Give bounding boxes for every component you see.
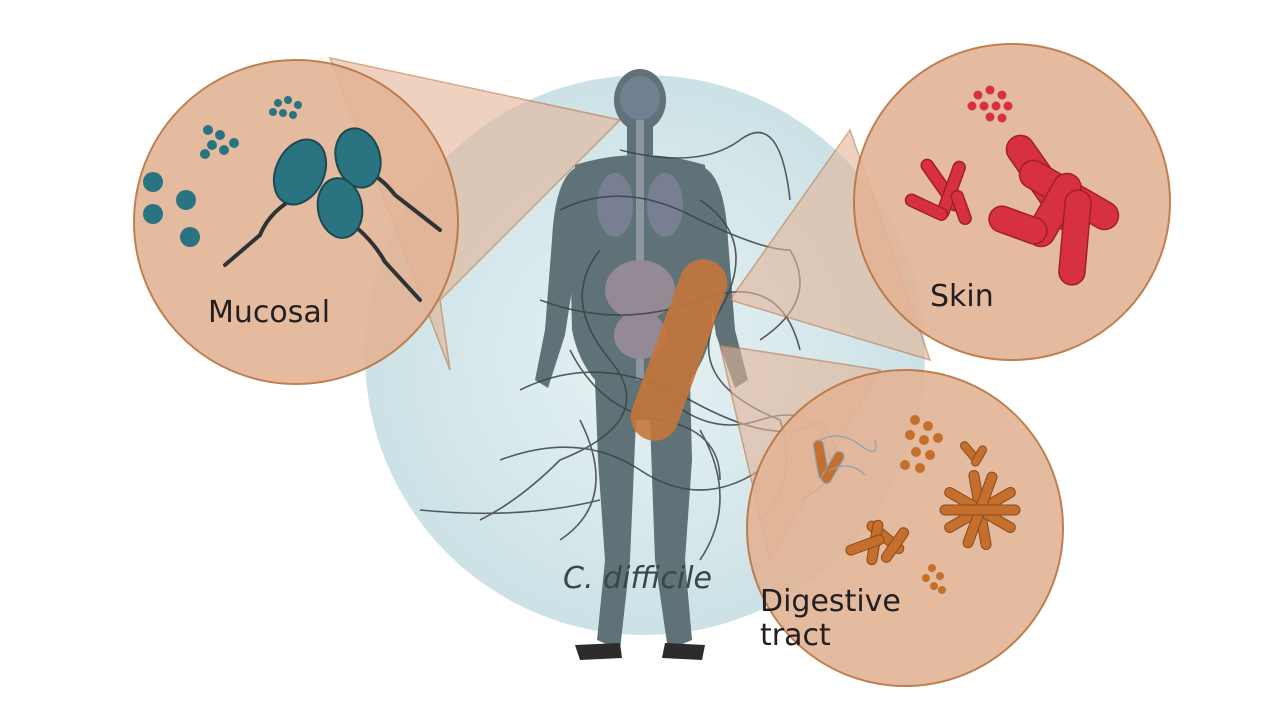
mucosal-label: Mucosal — [208, 295, 331, 330]
digestive-label-line2: tract — [760, 618, 831, 653]
rod-bacteria-icon — [904, 134, 1120, 286]
digestive-tract-label: Digestive tract — [760, 585, 901, 653]
digestive-panel — [746, 369, 1064, 687]
flagellated-bacteria-icon — [812, 435, 877, 484]
coccus-cluster-icon — [143, 96, 302, 247]
organs — [597, 76, 683, 380]
skin-panel — [853, 43, 1171, 361]
c-difficile-label: C. difficile — [563, 561, 713, 596]
coccus-cluster-icon — [900, 415, 946, 594]
c-difficile-bacterium-icon — [630, 259, 728, 441]
mucosal-panel — [133, 59, 459, 385]
flagellated-bacteria-icon — [223, 127, 442, 302]
coccus-cluster-icon — [967, 85, 1013, 123]
digestive-label-line1: Digestive — [760, 584, 901, 619]
rod-bacteria-icon — [845, 441, 1021, 566]
skin-label: Skin — [930, 279, 994, 314]
